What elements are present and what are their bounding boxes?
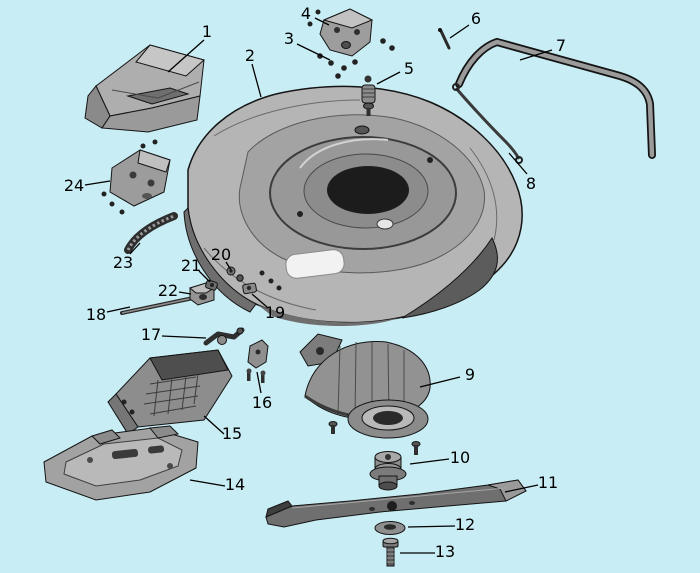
callout-leader-line (409, 458, 450, 465)
part-5-spring-assembly (361, 75, 376, 116)
part-number-label: 16 (252, 393, 272, 412)
deck-sticker (285, 249, 345, 279)
callout-11: 11 (504, 473, 558, 493)
callout-leader-line (203, 415, 225, 435)
callout-leader-line (419, 376, 461, 388)
part-number-label: 3 (284, 29, 294, 48)
callout-4: 4 (301, 4, 330, 26)
callout-leader-line (256, 371, 262, 394)
part-2-mower-deck (183, 85, 523, 326)
part-14-lower-guard (43, 425, 199, 501)
part-number-label: 10 (450, 448, 470, 467)
part-19-clip (242, 282, 257, 295)
part-21-clip (205, 279, 218, 291)
part-number-label: 24 (64, 176, 84, 195)
part-number-label: 18 (86, 305, 106, 324)
callout-7: 7 (519, 36, 566, 61)
callout-leader-line (251, 293, 268, 308)
part-17-lever (203, 327, 245, 346)
callout-16: 16 (252, 371, 272, 412)
part-15-mulch-baffle (107, 349, 233, 435)
callout-leader-line (178, 291, 192, 295)
callout-5: 5 (376, 59, 414, 85)
callout-21: 21 (181, 256, 211, 283)
callout-14: 14 (189, 475, 245, 494)
part-9-blade-housing (299, 333, 431, 455)
part-number-label: 15 (222, 424, 242, 443)
part-20-nut (226, 266, 244, 282)
part-number-label: 9 (465, 365, 475, 384)
part-number-label: 7 (556, 36, 566, 55)
part-number-label: 13 (435, 542, 455, 561)
part-number-label: 22 (158, 281, 178, 300)
callout-leader-line (106, 306, 131, 313)
callout-leader-line (198, 270, 211, 283)
callout-leader-line (189, 479, 226, 487)
bolt-icon (411, 441, 421, 455)
callout-leader-line (407, 525, 456, 528)
bolt-icon (328, 421, 338, 434)
part-number-label: 8 (526, 174, 536, 193)
part-13-bolt (382, 537, 399, 567)
callout-18: 18 (86, 305, 131, 324)
callout-23: 23 (113, 242, 141, 272)
callout-19: 19 (251, 293, 285, 322)
callout-leader-line (504, 484, 539, 493)
callout-22: 22 (158, 281, 192, 300)
part-number-label: 20 (211, 245, 231, 264)
part-number-label: 23 (113, 253, 133, 272)
part-7-handle-rod (455, 37, 656, 159)
part-number-label: 14 (225, 475, 245, 494)
part-number-label: 19 (265, 303, 285, 322)
part-24-bracket (101, 139, 171, 215)
part-16-bracket (246, 339, 269, 383)
callout-leader-line (84, 180, 111, 186)
callout-2: 2 (245, 46, 262, 98)
callout-3: 3 (284, 29, 331, 61)
part-10-blade-adapter (369, 451, 407, 491)
part-11-blade (265, 479, 527, 528)
callout-9: 9 (419, 365, 475, 388)
callout-leader-line (519, 49, 553, 61)
part-number-label: 17 (141, 325, 161, 344)
part-18-rod (120, 295, 200, 315)
callout-leader-line (225, 261, 232, 271)
part-number-label: 2 (245, 46, 255, 65)
part-4-mount-bracket (307, 8, 374, 57)
callout-15: 15 (203, 415, 242, 443)
callout-1: 1 (167, 22, 212, 73)
part-number-label: 6 (471, 9, 481, 28)
part-number-label: 21 (181, 256, 201, 275)
part-1-discharge-chute (84, 44, 206, 133)
part-6-pin (438, 28, 451, 50)
callout-24: 24 (64, 176, 111, 195)
callout-leader-line (449, 24, 470, 39)
part-3-screws (317, 38, 395, 79)
callout-13: 13 (400, 542, 455, 561)
callout-leader-line (251, 63, 262, 98)
part-number-label: 4 (301, 4, 311, 23)
callout-12: 12 (407, 515, 475, 534)
callout-10: 10 (409, 448, 470, 467)
part-number-label: 11 (538, 473, 558, 492)
part-number-label: 12 (455, 515, 475, 534)
callout-17: 17 (141, 325, 207, 344)
part-number-label: 1 (202, 22, 212, 41)
callout-20: 20 (211, 245, 232, 271)
callout-leader-line (296, 43, 331, 61)
callout-leader-line (508, 152, 528, 175)
callout-leader-line (129, 242, 141, 255)
callout-leader-line (161, 335, 207, 339)
part-23-toothed-rack (124, 212, 178, 254)
part-12-washer (374, 521, 406, 535)
part-number-label: 5 (404, 59, 414, 78)
callout-leader-line (314, 17, 330, 26)
callout-leader-line (376, 71, 401, 85)
callout-6: 6 (449, 9, 481, 39)
part-8-cable-rod (452, 83, 523, 164)
callout-leader-line (167, 39, 205, 73)
callout-8: 8 (508, 152, 536, 193)
